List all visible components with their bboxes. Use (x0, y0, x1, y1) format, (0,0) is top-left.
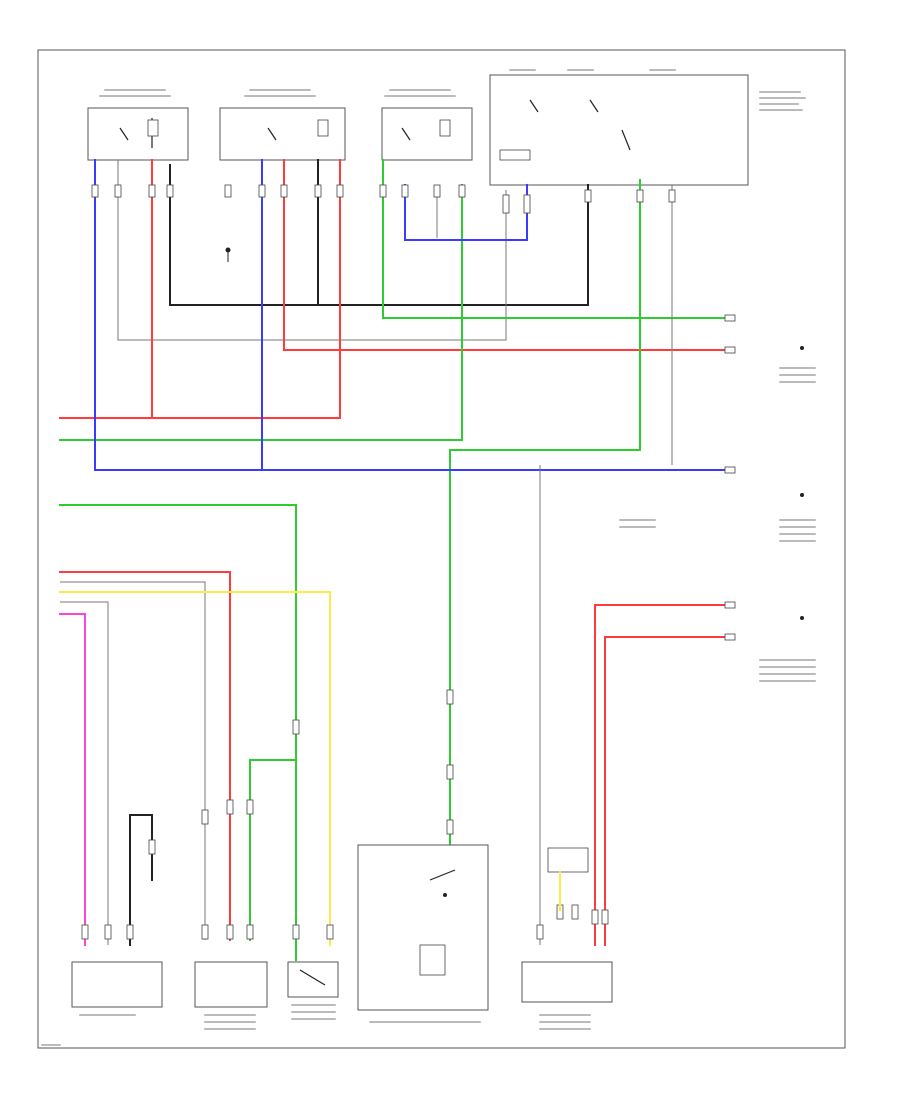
wire-green-branch (249, 759, 297, 941)
wire-yellow-lower (59, 591, 331, 946)
component-thermistor (287, 961, 339, 998)
component-top-3 (381, 107, 473, 161)
wire-red-lower (59, 571, 231, 941)
connector-pins-right (724, 314, 736, 641)
component-top-1 (87, 107, 189, 161)
component-speed-transmitter (71, 961, 163, 1008)
wire-green-to-sensor (382, 159, 731, 319)
wire-red-ecm-1 (594, 604, 731, 946)
diagram-frame (37, 49, 846, 1049)
wire-red-bus (59, 159, 341, 419)
wire-green-relay (449, 179, 641, 451)
connector-pins-vertical (148, 689, 454, 855)
relay-block-top-right (489, 74, 749, 186)
fine-print-labels (41, 69, 816, 1046)
connector-pins-bottom (81, 904, 609, 940)
component-pressure-sensor (194, 961, 268, 1008)
ground-icon (800, 346, 804, 620)
wire-black-bus (169, 164, 589, 306)
wire-red-ecm-2 (604, 636, 731, 946)
wire-green-thermistor (59, 504, 297, 961)
wire-white-lower (60, 581, 206, 940)
wire-green-bus (59, 184, 463, 441)
component-top-2 (219, 107, 346, 161)
wire-gray-bus (117, 160, 507, 341)
component-ecm (521, 847, 613, 1003)
connector-pins-top (91, 184, 676, 214)
wire-blue-bus (94, 159, 731, 471)
wire-pink-lower (59, 613, 86, 946)
wire-red-to-sensor (283, 159, 731, 351)
ground-icon (225, 247, 231, 262)
component-clutch-assembly (357, 844, 489, 1011)
wire-white-lower-2 (60, 601, 109, 945)
